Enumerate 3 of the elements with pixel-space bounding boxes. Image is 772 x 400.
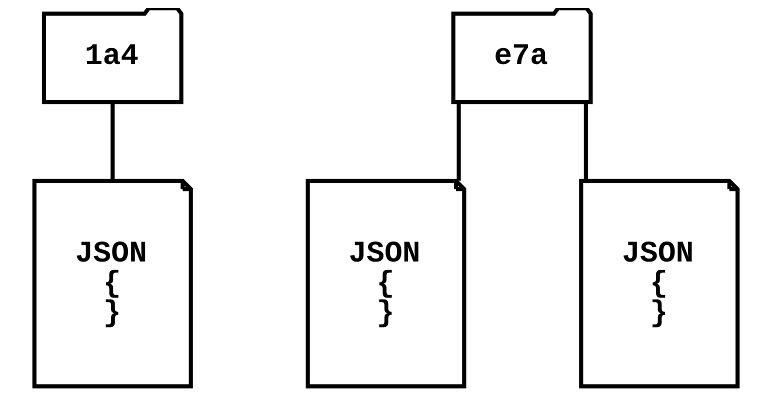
connector xyxy=(584,102,588,181)
connector xyxy=(456,102,461,181)
connector xyxy=(110,102,115,181)
